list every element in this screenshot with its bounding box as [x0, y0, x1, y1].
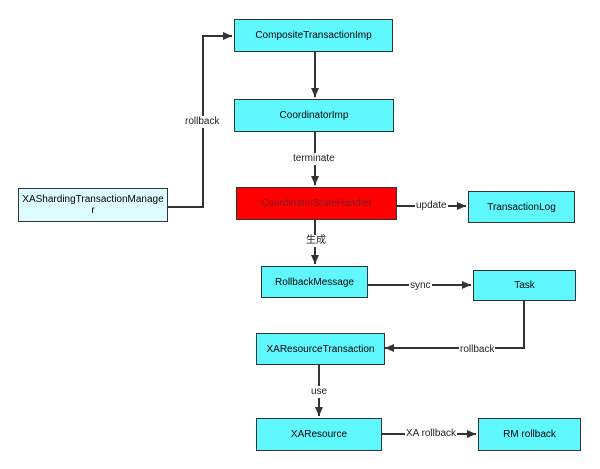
rm-rollback-label: RM rollback	[503, 429, 556, 440]
xa-resource-transaction-label: XAResourceTransaction	[266, 343, 375, 355]
task-node[interactable]: Task	[473, 270, 576, 301]
edge-label-update: update	[415, 200, 448, 212]
rollback-message-node[interactable]: RollbackMessage	[261, 266, 368, 298]
xa-resource-transaction-node[interactable]: XAResourceTransaction	[256, 333, 385, 365]
xa-resource-node[interactable]: XAResource	[256, 418, 382, 451]
edge-label-terminate: terminate	[292, 153, 336, 165]
composite-transaction-node[interactable]: CompositeTransactionImp	[234, 19, 393, 52]
coordinator-label: CoordinatorImp	[279, 110, 349, 121]
transaction-log-node[interactable]: TransactionLog	[468, 191, 575, 223]
transaction-log-label: TransactionLog	[487, 201, 556, 213]
coordinator-state-handler-label: CoordinatorStateHandler	[261, 198, 372, 209]
edge-label-use: use	[310, 386, 329, 398]
xa-sharding-manager-node[interactable]: XAShardingTransactionManager	[18, 188, 168, 222]
coordinator-node[interactable]: CoordinatorImp	[234, 99, 394, 132]
edge-label-sync: sync	[409, 280, 432, 292]
edge-label-rollback-manager: rollback	[184, 116, 221, 128]
edge-task-to-xart	[385, 301, 525, 352]
coordinator-state-handler-node[interactable]: CoordinatorStateHandler	[236, 187, 397, 220]
xa-sharding-manager-label: XAShardingTransactionManager	[22, 194, 164, 216]
task-label: Task	[514, 280, 535, 291]
rm-rollback-node[interactable]: RM rollback	[478, 418, 581, 451]
xa-resource-label: XAResource	[290, 429, 348, 440]
composite-transaction-label: CompositeTransactionImp	[255, 30, 372, 41]
edge-label-rollback-task: rollback	[459, 344, 496, 356]
edge-label-generate: 生成	[305, 235, 327, 247]
edge-label-xa-rollback: XA rollback	[405, 428, 458, 440]
rollback-message-label: RollbackMessage	[275, 276, 354, 288]
